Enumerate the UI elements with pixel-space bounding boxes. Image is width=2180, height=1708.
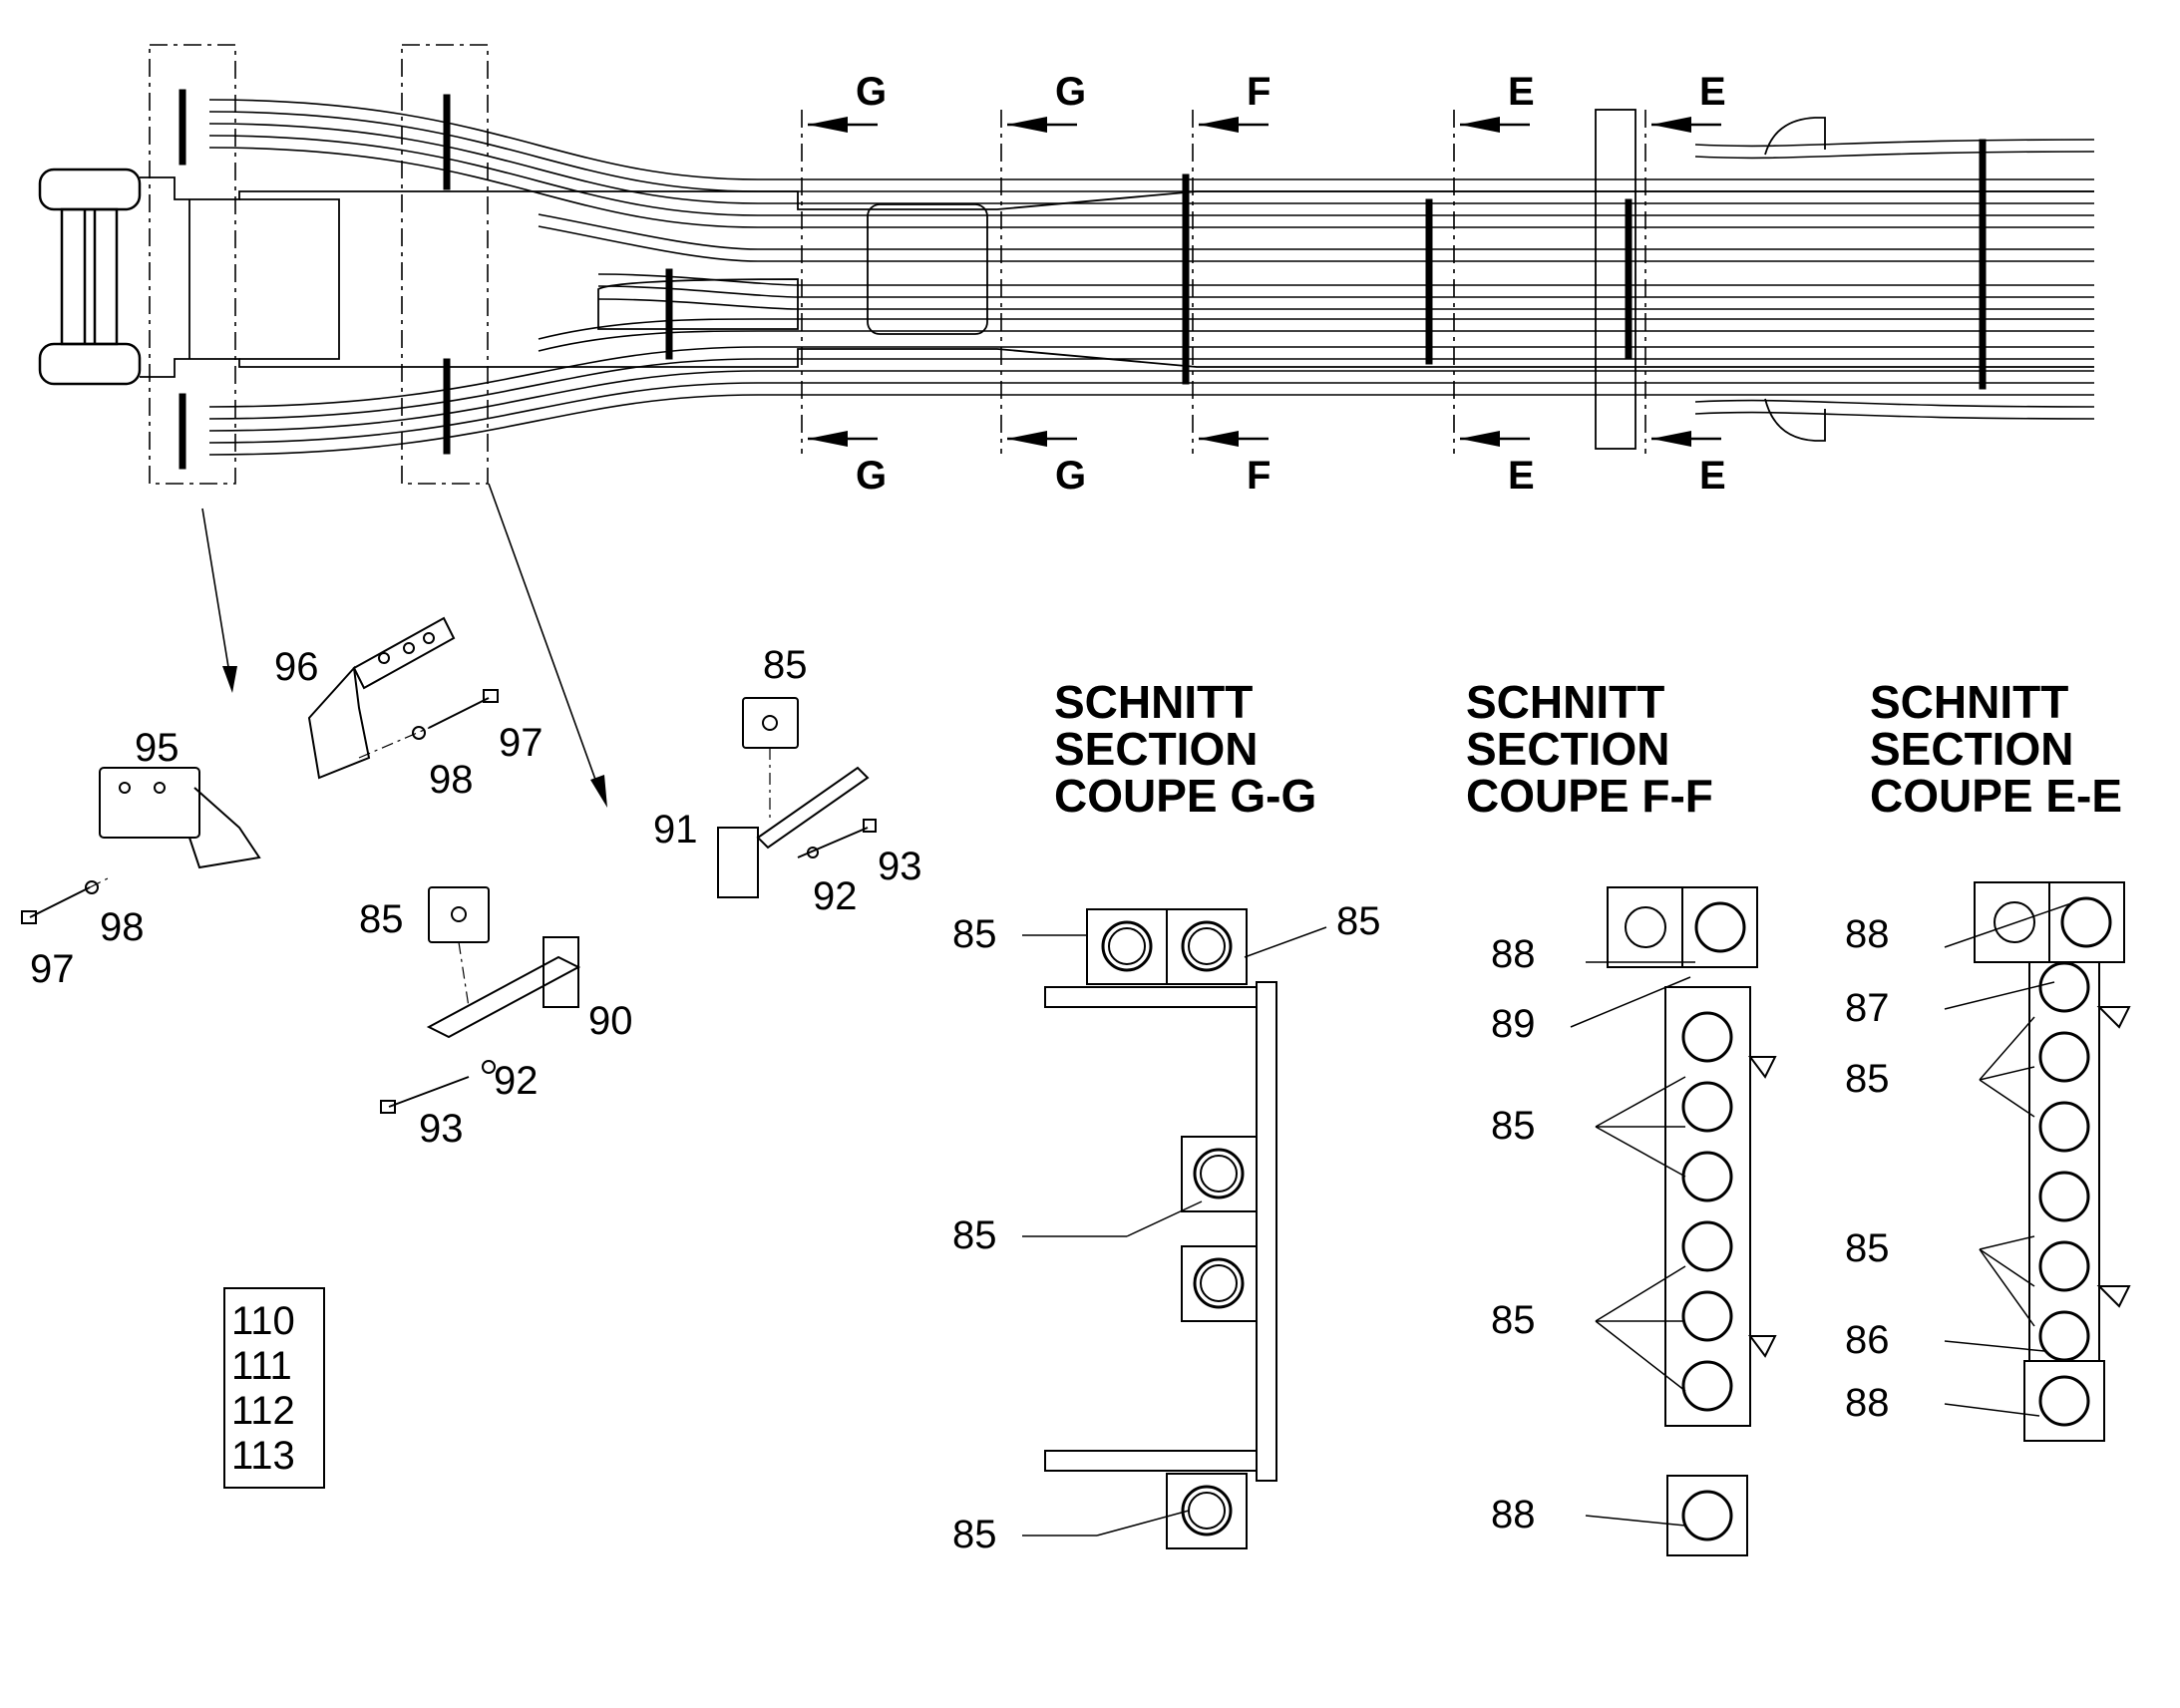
section-letter-f-top: F [1247, 70, 1271, 114]
callout-96: 96 [274, 645, 319, 689]
section-letter-f-bottom: F [1247, 454, 1271, 498]
callout-98-upper: 98 [429, 758, 474, 802]
bracket-95 [99, 767, 261, 869]
callout-85-bracket-90: 85 [359, 897, 404, 941]
section-gg-title-2: SECTION [1054, 723, 1258, 775]
callout-92-lower: 92 [494, 1059, 539, 1103]
callout-ff-85-2: 85 [1491, 1298, 1536, 1342]
callout-gg-85-1: 85 [952, 912, 997, 956]
section-letter-e-bottom-2: E [1699, 454, 1726, 498]
callout-ee-86: 86 [1845, 1318, 1890, 1362]
section-ee-title-2: SECTION [1870, 723, 2073, 775]
callout-ee-88-1: 88 [1845, 912, 1890, 956]
frame-outline [140, 109, 2094, 450]
section-letter-g-bottom-1: G [856, 454, 887, 498]
callout-93-upper: 93 [878, 845, 922, 888]
frame-plan-view: G G F E E G G F E E [38, 44, 2095, 808]
section-gg-title-1: SCHNITT [1054, 676, 1253, 728]
section-gg-title-3: COUPE G-G [1054, 770, 1316, 822]
callout-85-bracket-91: 85 [763, 643, 808, 687]
callout-labels: 96 97 98 95 98 97 85 91 93 92 85 90 92 9… [30, 643, 1890, 1556]
callout-91: 91 [653, 808, 698, 852]
section-ff-title-2: SECTION [1466, 723, 1669, 775]
section-letter-e-top-1: E [1508, 70, 1535, 114]
axle [38, 168, 142, 386]
bracket-96 [307, 616, 456, 780]
detail-boxes [149, 44, 489, 485]
callout-95: 95 [135, 726, 180, 770]
callout-ee-85-2: 85 [1845, 1226, 1890, 1270]
callout-92-upper: 92 [813, 874, 858, 918]
callout-97-lower: 97 [30, 947, 75, 991]
reference-113: 113 [231, 1434, 295, 1478]
reference-111: 111 [231, 1344, 292, 1388]
section-g-g: SCHNITT SECTION COUPE G-G [1022, 676, 1327, 1549]
reference-110: 110 [231, 1299, 295, 1343]
reference-box: 110 111 112 113 [223, 1287, 325, 1489]
clamp-brackets [179, 89, 1987, 470]
callout-ff-88-1: 88 [1491, 932, 1536, 976]
callout-ff-89: 89 [1491, 1002, 1536, 1046]
callout-97-upper: 97 [499, 721, 544, 765]
section-ee-title-1: SCHNITT [1870, 676, 2068, 728]
callout-ee-85-1: 85 [1845, 1057, 1890, 1101]
section-f-f: SCHNITT SECTION COUPE F-F [1466, 676, 1777, 1556]
callout-ee-87: 87 [1845, 986, 1890, 1030]
callout-90: 90 [588, 999, 633, 1043]
section-cut-lines [801, 110, 1646, 454]
exploded-parts [21, 616, 877, 1114]
callout-ee-88-2: 88 [1845, 1381, 1890, 1425]
callout-ff-85-1: 85 [1491, 1104, 1536, 1148]
section-letter-e-top-2: E [1699, 70, 1726, 114]
section-letter-g-top-1: G [856, 70, 887, 114]
section-ff-title-1: SCHNITT [1466, 676, 1664, 728]
section-letters: G G F E E G G F E E [856, 70, 1726, 498]
detail-leaders [201, 483, 607, 808]
section-arrows [808, 117, 1721, 447]
section-e-e: SCHNITT SECTION COUPE E-E [1870, 676, 2131, 1442]
section-letter-g-bottom-2: G [1055, 454, 1086, 498]
callout-ff-88-2: 88 [1491, 1493, 1536, 1537]
section-ee-title-3: COUPE E-E [1870, 770, 2122, 822]
callout-98-lower: 98 [100, 905, 145, 949]
reference-112: 112 [231, 1389, 295, 1433]
hose-bundle [208, 99, 2095, 456]
callout-gg-85-4: 85 [952, 1513, 997, 1556]
section-ff-title-3: COUPE F-F [1466, 770, 1713, 822]
section-letter-g-top-2: G [1055, 70, 1086, 114]
section-letter-e-bottom-1: E [1508, 454, 1535, 498]
callout-93-lower: 93 [419, 1107, 464, 1151]
callout-gg-85-2: 85 [1336, 899, 1381, 943]
callout-gg-85-3: 85 [952, 1213, 997, 1257]
